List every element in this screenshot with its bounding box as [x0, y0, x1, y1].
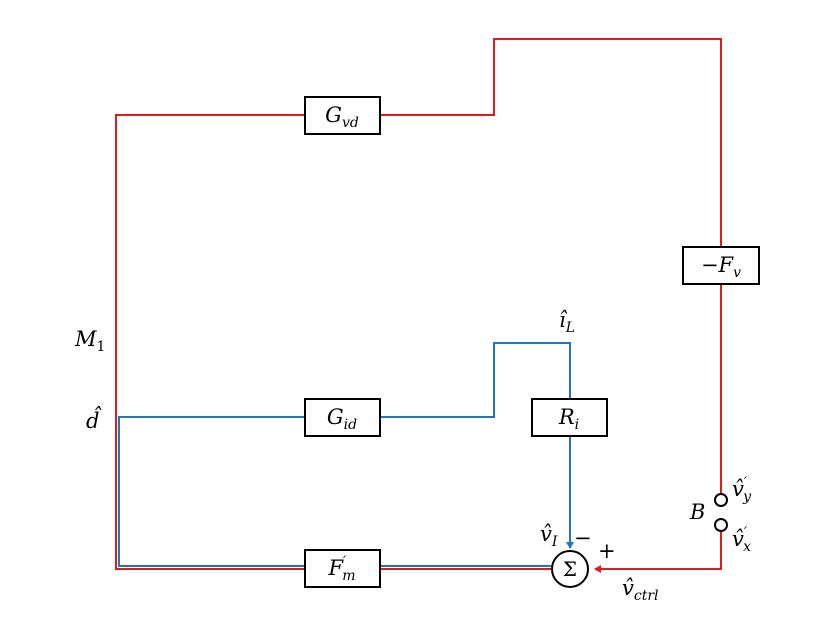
svg-text:Σ: Σ	[563, 557, 577, 581]
block-ri: Ri	[531, 398, 608, 437]
terminal-vx	[714, 518, 728, 532]
block-gvd: Gvd	[304, 96, 381, 135]
label-il-hat: îL	[559, 308, 575, 336]
gvd-to-m1-wire	[115, 114, 305, 570]
label-d-hat: d̂	[86, 406, 102, 433]
label-m1: M1	[74, 327, 105, 355]
block-fm: F′m	[304, 549, 381, 588]
gid-to-d-wire	[118, 416, 305, 567]
blue-signal-path	[118, 342, 574, 567]
fv-to-gvd-wire	[380, 38, 722, 247]
label-minus: −	[574, 526, 592, 550]
label-vx: v̂′x	[732, 525, 751, 555]
svg-text:Ri: Ri	[558, 405, 579, 433]
block-gid: Gid	[304, 398, 381, 437]
gid-to-ri-wire	[380, 342, 571, 418]
label-vctrl-hat: v̂ctrl	[622, 576, 659, 604]
label-vy: v̂′y	[732, 475, 752, 505]
summing-junction: Σ	[551, 550, 589, 588]
block-fv: −Fv	[682, 246, 760, 285]
terminal-vy	[714, 493, 728, 507]
vx-to-sum-wire	[594, 532, 722, 573]
label-b: B	[689, 500, 705, 524]
label-vi-hat: v̂I	[540, 522, 558, 550]
red-signal-path	[115, 38, 722, 573]
label-plus: +	[598, 539, 616, 563]
svg-text:−Fv: −Fv	[701, 253, 741, 281]
